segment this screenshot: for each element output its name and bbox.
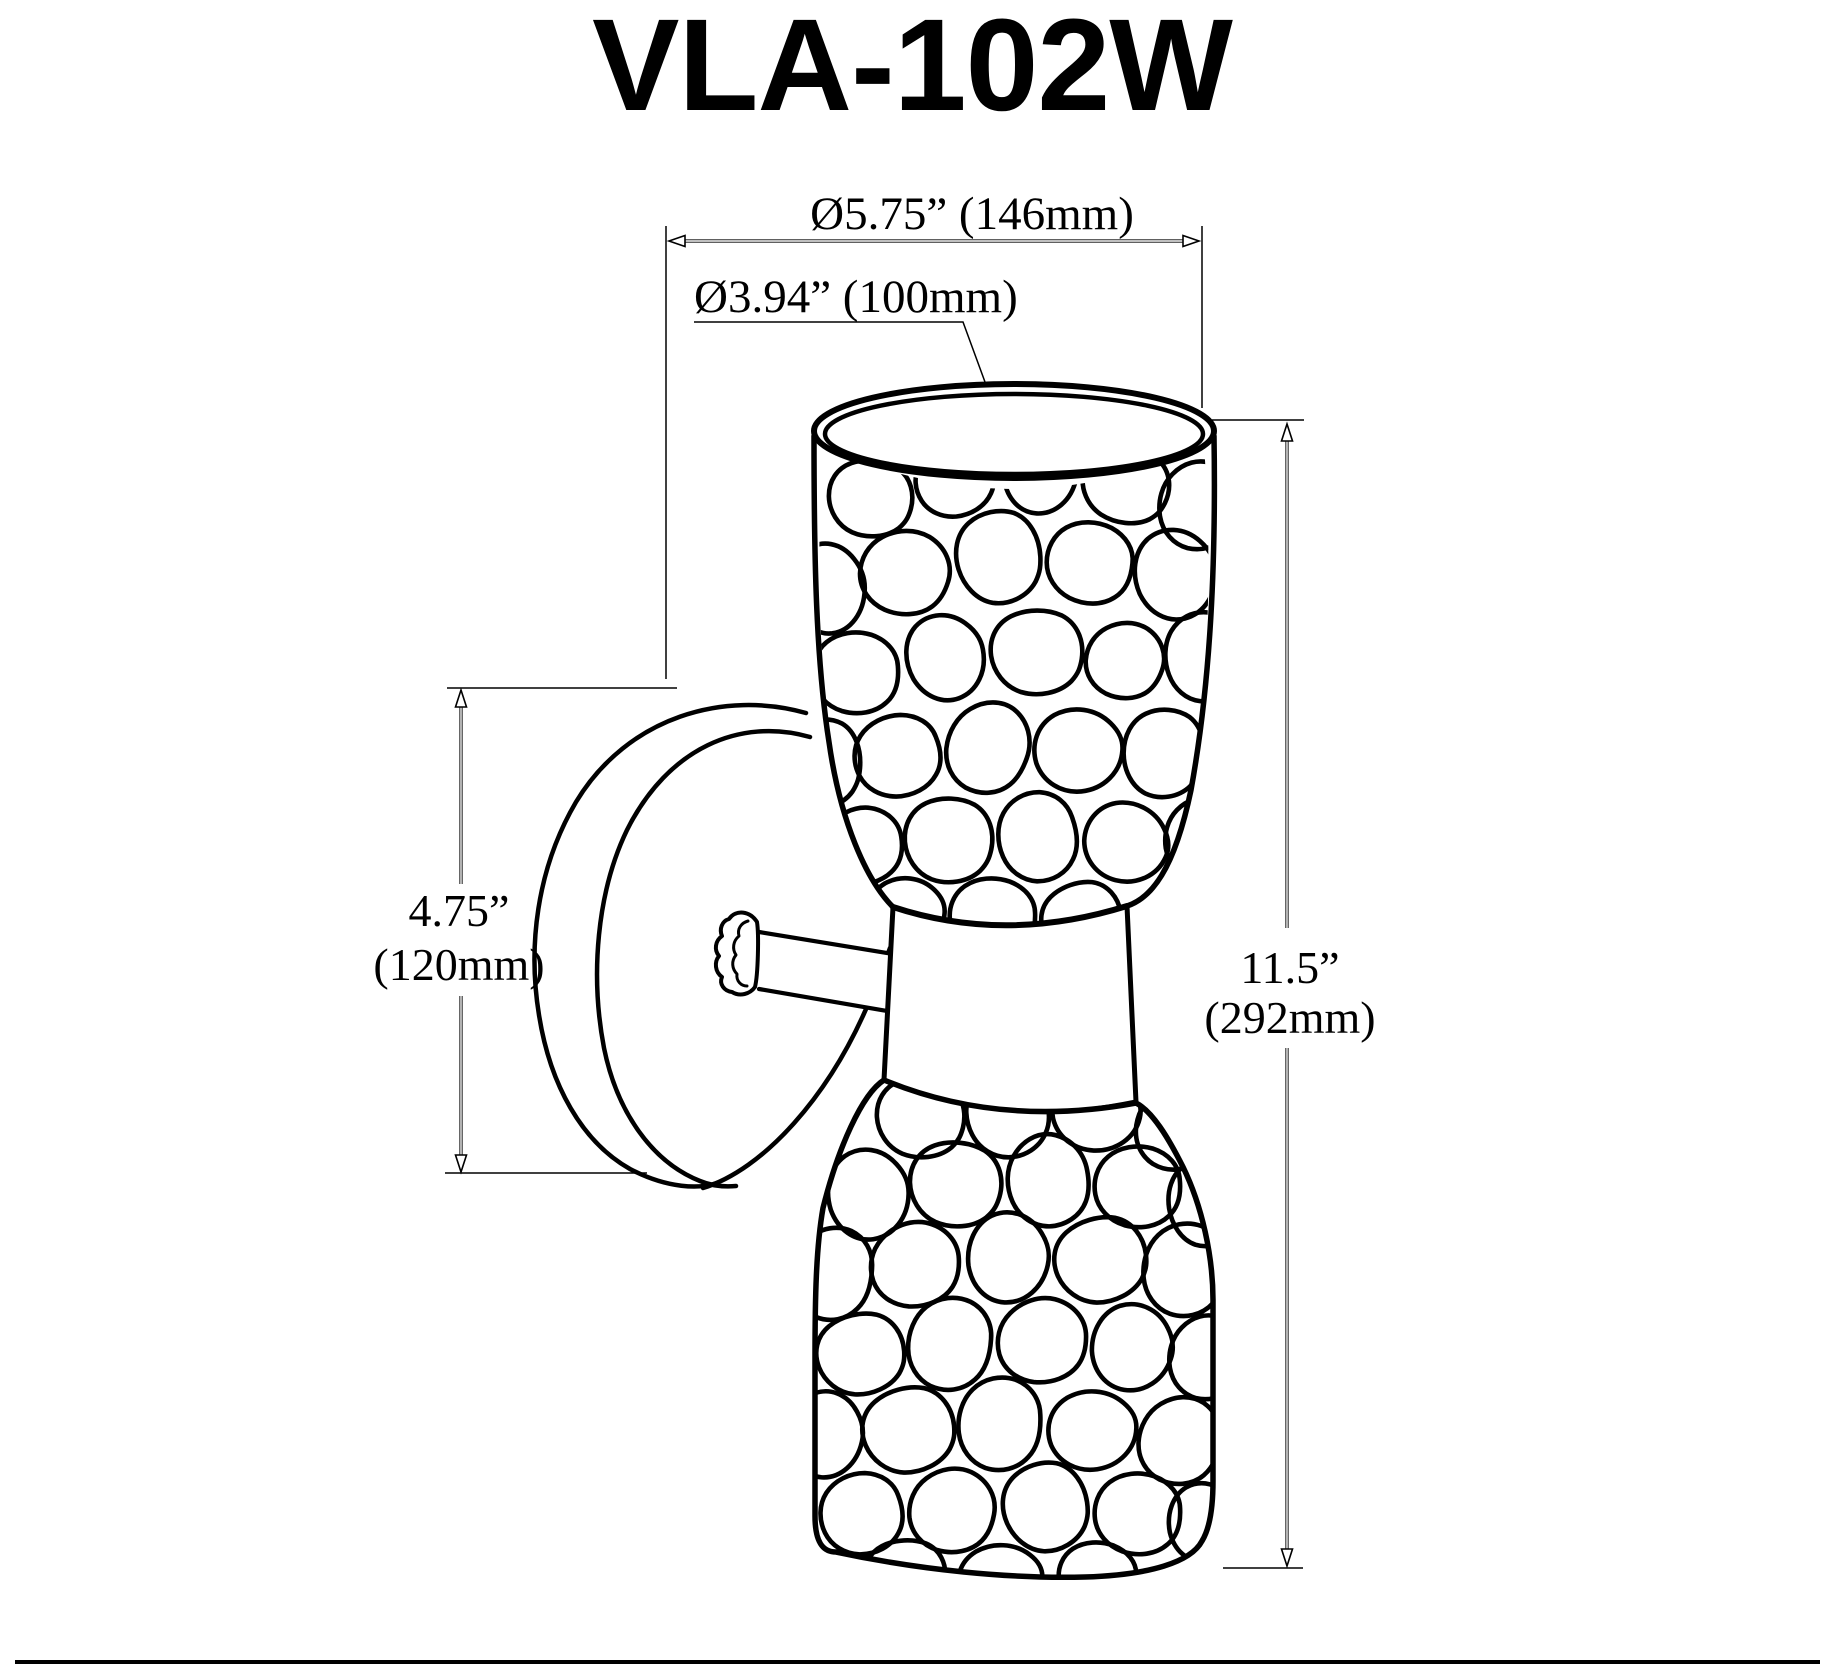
dim-arrow-up-icon: [454, 687, 468, 708]
upper-shade-bottom-junction: [890, 903, 1130, 929]
dim-label-overall-height-mm: (292mm): [1204, 992, 1375, 1043]
overall-height-dimension: 11.5” (292mm): [1204, 419, 1376, 1569]
dim-arrow-left-icon: [666, 234, 686, 248]
dim-arrow-right-icon: [1182, 234, 1202, 248]
dim-label-overall-height-in: 11.5”: [1240, 942, 1339, 993]
center-body: [881, 903, 1139, 1116]
arm-rod: [759, 932, 893, 1012]
lower-shade: [812, 1077, 1216, 1580]
product-model-title: VLA-102W: [592, 0, 1233, 138]
dim-arrow-down-icon: [454, 1154, 468, 1175]
dim-arrow-down-icon: [1280, 1548, 1294, 1569]
dim-label-backplate-height-mm: (120mm): [373, 939, 544, 990]
dim-label-backplate-height-in: 4.75”: [409, 885, 510, 936]
backplate-height-dimension: 4.75” (120mm): [373, 687, 677, 1175]
dim-arrow-up-icon: [1280, 421, 1294, 442]
opening-diameter-callout: Ø3.94” (100mm): [694, 271, 1018, 383]
dim-label-shade-opening-diameter: Ø3.94” (100mm): [694, 271, 1018, 323]
upper-shade-left-edge: [811, 433, 896, 910]
arm-knob: [713, 910, 761, 997]
upper-shade-right-edge: [1124, 433, 1218, 909]
top-diameter-dimension: Ø5.75” (146mm): [665, 188, 1203, 679]
backplate-face-edge: [594, 728, 813, 1189]
dim-label-shade-outer-diameter: Ø5.75” (146mm): [810, 188, 1134, 240]
mounting-arm: [713, 910, 896, 1015]
upper-shade: [811, 381, 1218, 929]
lower-shade-outline: [812, 1077, 1216, 1580]
arm-knob-inner-line: [731, 919, 750, 988]
upper-shade-rim-outer: [811, 381, 1217, 481]
backplate-rim-edge: [532, 702, 809, 1189]
upper-shade-rim-inner: [822, 391, 1206, 477]
leader-line: [694, 321, 986, 383]
